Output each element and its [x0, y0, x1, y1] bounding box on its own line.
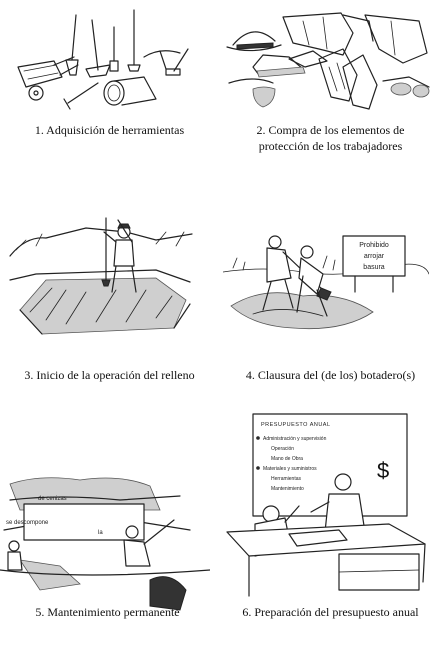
step-6-caption-line1: 6. Preparación del presupuesto anual: [242, 605, 419, 619]
dollar-sign: $: [377, 458, 389, 483]
wheelbarrow-icon: [17, 56, 79, 101]
maintenance-note-2: se descompone: [6, 520, 49, 526]
maintenance-illustration: de cenizas se descompone la: [0, 477, 210, 611]
sign-line-2: arrojar: [364, 253, 385, 260]
overalls-icon: [282, 12, 374, 56]
person-standing: [310, 473, 366, 533]
tools-illustration: [17, 9, 189, 110]
boots-icon: [252, 50, 328, 78]
worker-figure: [101, 217, 137, 293]
worker-right: [123, 519, 175, 567]
sign-line-1: Prohibido: [359, 242, 389, 249]
panel-6-budget: PRESUPUESTO ANUAL Administración y super…: [219, 400, 438, 624]
budget-items: Administración y supervisión Operación M…: [263, 436, 327, 492]
step-5-caption: 5. Mantenimiento permanente: [0, 604, 215, 620]
budget-item-2: Operación: [271, 446, 294, 452]
shovel-icon: [65, 14, 79, 76]
budget-item-3: Mano de Obra: [271, 456, 303, 462]
worker-bending: [296, 245, 328, 317]
step-3-caption: 3. Inicio de la operación del relleno: [2, 367, 217, 383]
closure-illustration: Prohibido arrojar basura: [223, 235, 429, 330]
step-1-caption-line1: 1. Adquisición de herramientas: [34, 123, 185, 137]
step-3-caption-line1: 3. Inicio de la operación del relleno: [24, 368, 195, 382]
step-2-caption: 2. Compra de los elementos de protección…: [223, 122, 438, 154]
sign-line-3: basura: [363, 264, 385, 271]
wire-roll-icon: [103, 76, 157, 106]
prohibition-sign: Prohibido arrojar basura: [342, 235, 406, 293]
step-2-caption-line1: 2. Compra de los elementos de: [256, 123, 405, 137]
papers: [288, 529, 348, 547]
panel-5-maintenance: de cenizas se descompone la 5. Mantenimi…: [0, 400, 219, 624]
step-4-caption: 4. Clausura del (de los) botadero(s): [223, 367, 438, 383]
worker-with-shovel: [262, 235, 332, 311]
step-1-caption: 1. Adquisición de herramientas: [2, 122, 217, 138]
budget-item-6: Mantenimiento: [271, 486, 304, 492]
budget-item-1: Administración y supervisión: [263, 436, 327, 442]
maintenance-note-3: la: [98, 530, 103, 536]
budget-item-5: Herramientas: [271, 476, 302, 482]
hoe-icon: [63, 82, 99, 110]
landfill-illustration: [9, 217, 193, 335]
step-5-caption-line1: 5. Mantenimiento permanente: [35, 605, 180, 619]
panel-1-tools: 1. Adquisición de herramientas: [0, 0, 219, 160]
helmet-icon: [226, 31, 282, 52]
rake-icon: [127, 9, 141, 72]
post-hole-digger-icon: [109, 26, 119, 72]
safety-goggles-icon: [382, 76, 430, 98]
panel-2-protection: 2. Compra de los elementos de protección…: [219, 0, 438, 160]
respirator-mask-icon: [228, 78, 276, 108]
panel-4-closure: Prohibido arrojar basura 4. Clausura del…: [219, 200, 438, 400]
protective-gear-illustration: [226, 12, 430, 110]
jacket-icon: [364, 14, 428, 64]
maintenance-note-1: de cenizas: [38, 496, 67, 502]
pick-icon: [85, 19, 111, 78]
step-6-caption: 6. Preparación del presupuesto anual: [223, 604, 438, 620]
budget-title: PRESUPUESTO ANUAL: [261, 422, 331, 428]
worker-left: [7, 540, 23, 571]
budget-item-4: Materiales y suministros: [263, 466, 317, 472]
tamper-icon: [165, 48, 189, 76]
panel-3-landfill: 3. Inicio de la operación del relleno: [0, 200, 219, 400]
budget-illustration: PRESUPUESTO ANUAL Administración y super…: [226, 413, 426, 597]
pickaxe-icon: [143, 50, 181, 70]
step-2-caption-line2: protección de los trabajadores: [258, 139, 403, 153]
gloves-icon: [318, 48, 378, 110]
step-4-caption-line1: 4. Clausura del (de los) botadero(s): [245, 368, 416, 382]
